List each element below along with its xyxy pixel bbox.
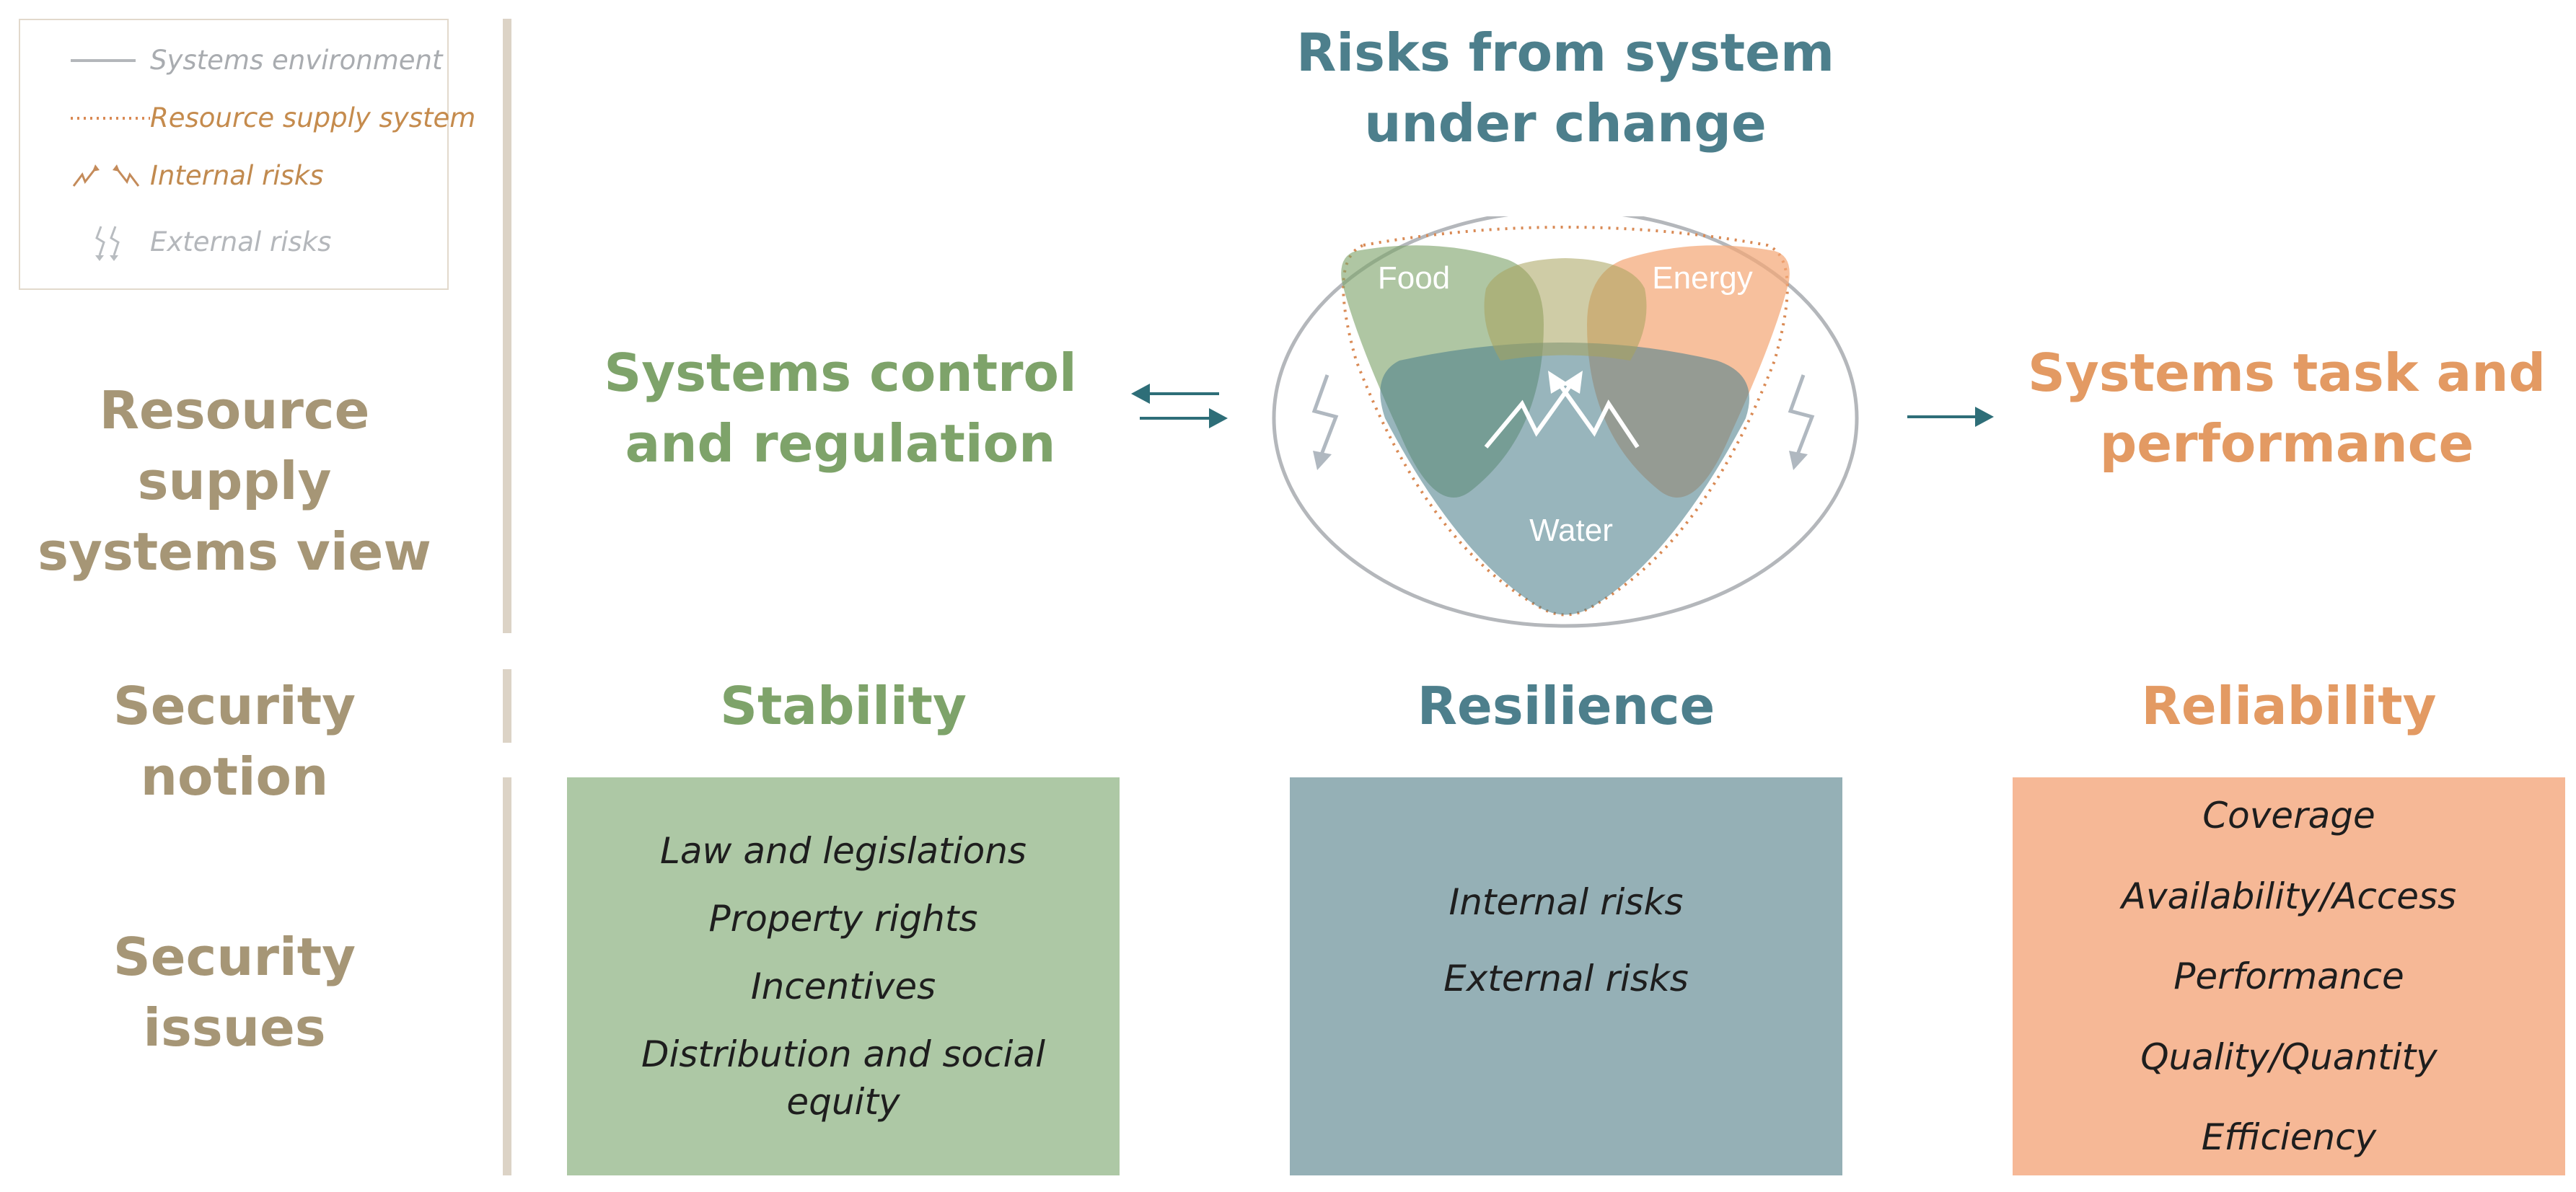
nexus-diagram: Food Energy Water (1272, 216, 1859, 628)
row-label-view: Resource supply systems view (38, 380, 431, 582)
lightning-arrows-icon (72, 164, 140, 187)
legend-item-external-risks: External risks (20, 221, 450, 264)
row-label-notion: Security notion (113, 676, 356, 807)
legend-label: Systems environment (150, 45, 443, 76)
issue-item: Quality/Quantity (2140, 1036, 2437, 1078)
food-label: Food (1378, 260, 1450, 296)
separator-issues (503, 777, 511, 1175)
energy-label: Energy (1652, 260, 1752, 296)
legend-label: Resource supply system (150, 102, 476, 133)
left-column-title: Systems control and regulation (604, 343, 1077, 474)
solid-line-icon (71, 59, 136, 62)
food-energy-overlap (1484, 258, 1647, 361)
bidirectional-arrows-icon (1131, 384, 1228, 428)
issue-item: Efficiency (2201, 1116, 2377, 1158)
issue-item: Performance (2173, 955, 2404, 997)
stability-issues-box: Law and legislations Property rights Inc… (567, 777, 1120, 1175)
legend-item-systems-environment: Systems environment (20, 39, 450, 82)
water-blob (1380, 343, 1749, 615)
separator-view (503, 19, 511, 633)
external-risks-icon-left (1311, 374, 1339, 470)
resilience-issues-box: Internal risks External risks (1290, 777, 1842, 1175)
external-risks-icon-right (1788, 374, 1815, 470)
issue-item: Incentives (750, 966, 936, 1007)
legend: Systems environment Resource supply syst… (19, 19, 475, 290)
issue-item: Internal risks (1449, 881, 1684, 923)
legend-item-internal-risks: Internal risks (20, 154, 450, 198)
legend-label: Internal risks (150, 160, 324, 191)
issue-item: Law and legislations (660, 830, 1027, 872)
notion-stability: Stability (720, 676, 967, 736)
right-column-title: Systems task and performance (2027, 343, 2546, 474)
top-heading: Risks from system under change (1296, 22, 1835, 154)
issue-item: Property rights (708, 898, 978, 940)
row-label-issues: Security issues (113, 927, 356, 1058)
resource-supply-boundary (1342, 226, 1789, 617)
lightning-down-icon (95, 226, 120, 261)
issue-item: Coverage (2202, 795, 2375, 836)
notion-reliability: Reliability (2141, 676, 2437, 736)
dotted-line-icon (71, 117, 150, 120)
issue-item: Availability/Access (2121, 875, 2457, 917)
legend-label: External risks (150, 226, 332, 257)
systems-environment-ellipse (1272, 216, 1859, 628)
water-label: Water (1529, 513, 1613, 548)
notion-resilience: Resilience (1417, 676, 1715, 736)
reliability-issues-box: Coverage Availability/Access Performance… (2013, 777, 2565, 1175)
internal-risks-icon (1484, 371, 1640, 449)
right-arrow-icon (1907, 407, 1994, 427)
separator-notion (503, 669, 511, 743)
issue-item: Distribution and social equity (641, 1033, 1046, 1123)
issue-item: External risks (1443, 958, 1689, 999)
legend-item-resource-supply-system: Resource supply system (20, 97, 475, 140)
